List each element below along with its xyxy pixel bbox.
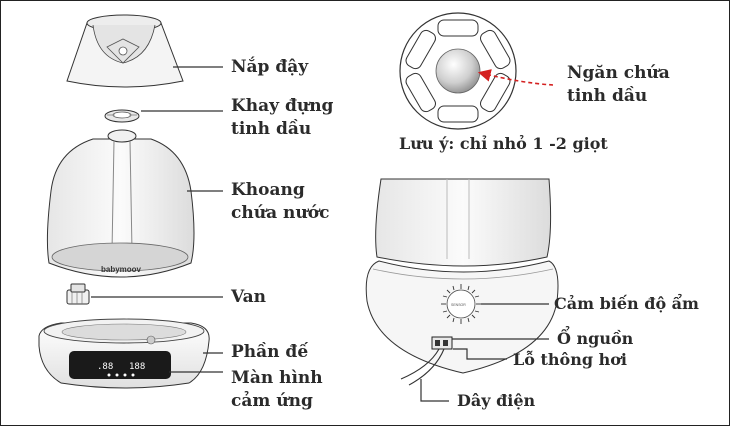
base-closeup [365,178,559,374]
brand-logo: babymoov [101,265,142,274]
power-cord [400,348,445,386]
label-oil-tray-1: Khay đựng [231,96,334,116]
label-vent: Lỗ thông hơi [513,350,627,369]
label-oil-tray-2: tinh dầu [231,119,311,139]
display-value-right: 188 [129,362,145,372]
water-tank: babymoov [46,129,195,278]
display-value-left: .88 [97,362,113,372]
touch-display [69,351,171,379]
oil-compartment [399,12,517,130]
oil-tray [104,109,140,123]
label-humidity-sensor: Cảm biến độ ẩm [554,292,699,313]
label-tank-2: chứa nước [231,203,329,223]
left-leader-lines [91,66,223,373]
label-oil-compartment-2: tinh dầu [567,86,647,106]
note-text: Lưu ý: chỉ nhỏ 1 -2 giọt [399,134,608,153]
oil-pointer-arrow [477,69,554,86]
power-socket [431,336,453,350]
label-valve: Van [230,287,266,307]
label-power-cord: Dây điện [457,391,536,410]
label-lid: Nắp đậy [231,56,309,77]
label-tank-1: Khoang [231,180,305,200]
lid [66,14,184,88]
label-touch-1: Màn hình [231,368,323,388]
label-base: Phần đế [231,342,308,362]
humidity-sensor: SENSOR [441,284,481,324]
label-oil-compartment-1: Ngăn chứa [567,63,670,83]
base: .88 188 [38,318,210,389]
label-touch-2: cảm ứng [231,391,313,411]
label-power-socket: Ổ nguồn [557,325,634,348]
right-leader-lines [420,303,549,402]
valve [66,283,90,305]
svg-text:SENSOR: SENSOR [451,303,466,307]
